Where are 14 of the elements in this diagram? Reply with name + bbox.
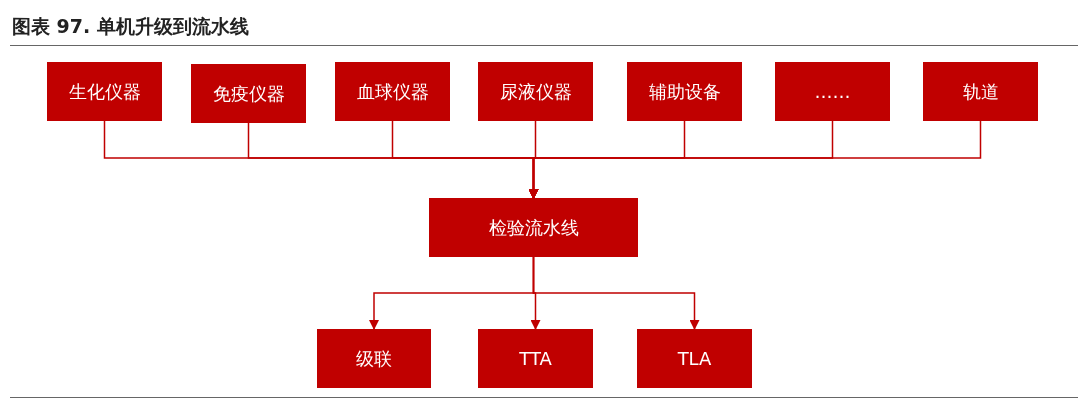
- category-box: TLA: [637, 329, 752, 388]
- connector-arrow: [528, 120, 982, 199]
- category-box: 免疫仪器: [191, 64, 306, 123]
- category-box: TTA: [478, 329, 593, 388]
- category-box: 辅助设备: [627, 62, 742, 121]
- category-box: 轨道: [923, 62, 1038, 121]
- category-box: 级联: [317, 329, 431, 388]
- category-box: 血球仪器: [335, 62, 450, 121]
- process-box: 检验流水线: [429, 198, 638, 257]
- connector-arrow: [532, 256, 700, 330]
- title: 图表 97. 单机升级到流水线: [12, 14, 249, 39]
- category-box: 生化仪器: [47, 62, 162, 121]
- category-box: ……: [775, 62, 890, 121]
- category-box: 尿液仪器: [478, 62, 593, 121]
